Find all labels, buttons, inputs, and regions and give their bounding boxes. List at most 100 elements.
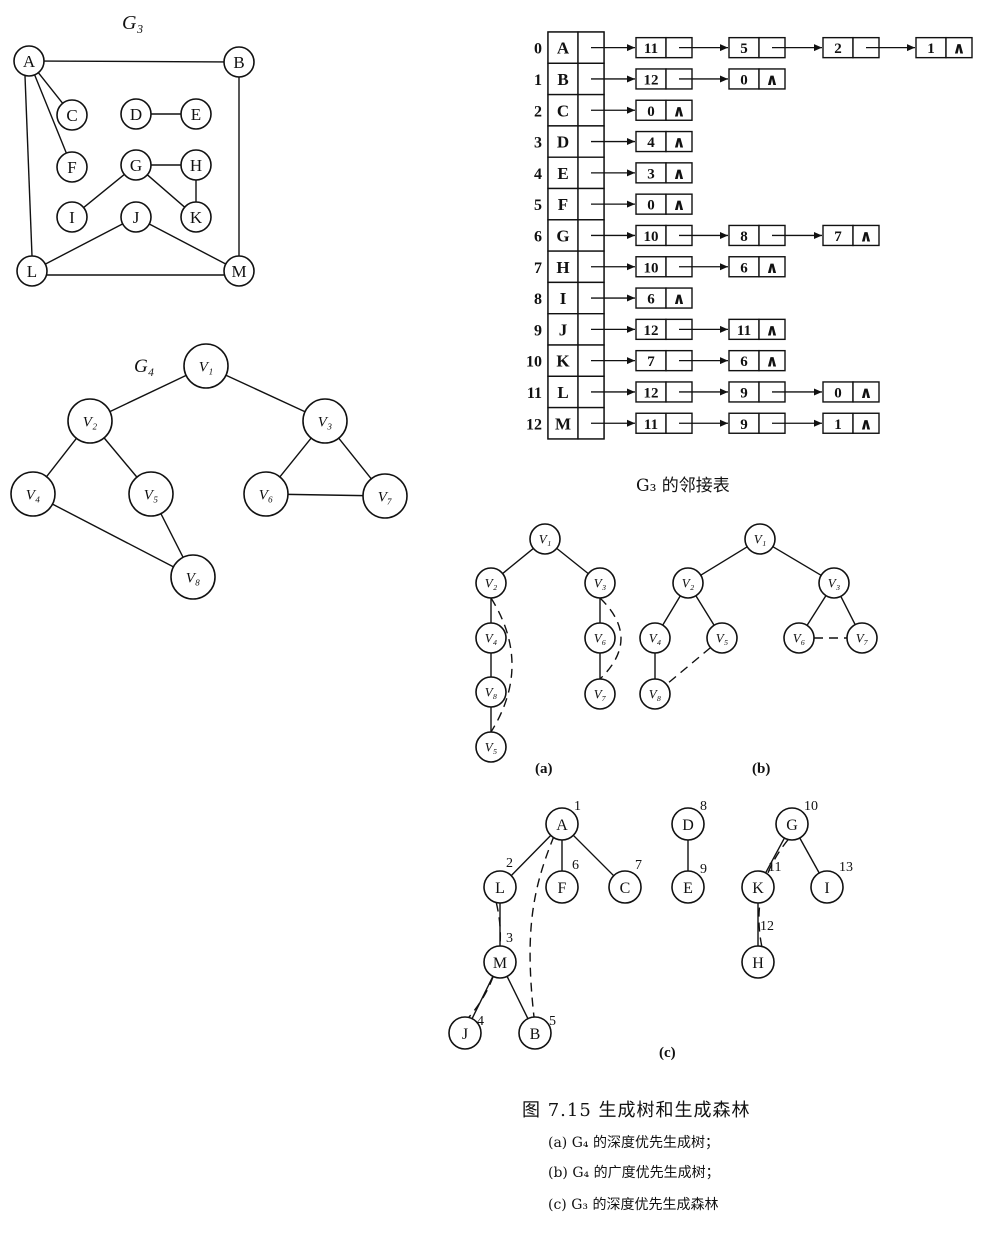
g4-edge-V6-V7: [287, 493, 364, 497]
adj-node-next-cell: [665, 193, 693, 215]
vertex-label: D: [557, 133, 569, 152]
adj-arrowhead: [627, 106, 635, 114]
adj-arrowhead: [720, 388, 728, 396]
g3-node-E-circle: [180, 98, 212, 130]
b-node-V7: V₇: [846, 622, 878, 654]
b-node-V3: V₃: [818, 567, 850, 599]
adj-row-index: 10: [526, 354, 542, 371]
g3-title: G₃: [122, 12, 143, 34]
adj-node-value: 9: [740, 385, 748, 401]
a-node-V3: V₃: [584, 567, 616, 599]
a-node-V3-circle: [584, 567, 616, 599]
c-node-D-label: D: [682, 817, 694, 834]
g3-node-J-circle: [120, 201, 152, 233]
g4-edge-V2-V4: [45, 437, 78, 478]
g3-node-M: M: [223, 255, 255, 287]
b-node-V5: V₅: [706, 622, 738, 654]
adj-row-index: 8: [534, 291, 542, 308]
c-node-B-circle: [518, 1016, 552, 1050]
adj-arrowhead: [627, 388, 635, 396]
vertex-cell: [547, 219, 579, 252]
a-edge-V1-V3: [556, 547, 589, 575]
adj-node-value: 1: [834, 417, 842, 433]
g4-node-V8-label: V₈: [186, 570, 200, 586]
b-node-V6: V₆: [783, 622, 815, 654]
vertex-label: B: [557, 70, 568, 89]
adj-node-value: 0: [740, 72, 748, 88]
vertex-cell: [547, 187, 579, 221]
g4-edge-V1-V3: [225, 374, 306, 413]
g4-node-V4: V₄: [10, 471, 56, 517]
b-node-V2: V₂: [672, 567, 704, 599]
c-node-F: F6: [545, 858, 579, 904]
b-node-V3-circle: [818, 567, 850, 599]
vertex-label: C: [557, 101, 569, 120]
g4-node-V1-label: V₁: [199, 359, 213, 375]
g3-node-C: C: [56, 99, 88, 131]
c-node-E-circle: [671, 870, 705, 904]
b-node-V2-label: V₂: [682, 576, 695, 591]
g3-node-J: J: [120, 201, 152, 233]
b-node-V2-circle: [672, 567, 704, 599]
g3-edge-J-M: [148, 223, 227, 265]
adjacency-table-caption: G₃ 的邻接表: [636, 476, 730, 496]
a-edge-V1-V2: [502, 547, 534, 575]
g4-node-V2: V₂: [67, 398, 113, 444]
c-node-C-circle: [608, 870, 642, 904]
adj-node-value: 7: [834, 229, 842, 245]
g3-node-I-label: I: [69, 208, 75, 227]
adj-node-value: 11: [644, 417, 658, 433]
caption-a: (a) G₄ 的深度优先生成树；: [548, 1135, 719, 1151]
adj-null-symbol: ∧: [860, 228, 873, 245]
adj-arrowhead: [627, 169, 635, 177]
g4-node-V6-circle: [243, 471, 289, 517]
c-node-B: B5: [518, 1014, 556, 1050]
adj-arrowhead: [627, 75, 635, 83]
adj-node-next-cell: [758, 256, 786, 278]
adj-node-value: 12: [644, 72, 659, 88]
b-edge-V2-V5: [695, 595, 715, 626]
g3-node-L-circle: [16, 255, 48, 287]
adj-node-value: 0: [647, 198, 655, 214]
b-edge-V5-V8-dashed: [666, 647, 711, 685]
a-node-V7: V₇: [584, 678, 616, 710]
adj-arrowhead: [814, 388, 822, 396]
adj-arrowhead: [627, 357, 635, 365]
g3-node-L-label: L: [27, 262, 37, 281]
a-edge-V2-V5-dashed: [490, 597, 513, 733]
c-node-M-label: M: [493, 955, 507, 972]
sub-label-b: (b): [752, 761, 770, 777]
b-node-V4-label: V₄: [649, 631, 662, 646]
c-node-G-label: G: [786, 817, 798, 834]
a-node-V2: V₂: [475, 567, 507, 599]
g3-node-A: A: [13, 45, 45, 77]
c-edge-G-I: [799, 837, 820, 874]
c-node-M-circle: [483, 945, 517, 979]
adj-arrowhead: [720, 44, 728, 52]
g3-node-C-label: C: [66, 106, 77, 125]
vertex-label: F: [558, 195, 568, 214]
c-node-G: G 10: [775, 799, 818, 841]
adj-node-value: 10: [644, 260, 659, 276]
a-node-V6-circle: [584, 622, 616, 654]
b-node-V4: V₄: [639, 622, 671, 654]
adj-node-value: 3: [647, 166, 655, 182]
vertex-cell: [547, 281, 579, 315]
b-node-V1-label: V₁: [754, 532, 766, 547]
b-node-V5-circle: [706, 622, 738, 654]
b-node-V7-label: V₇: [856, 631, 869, 646]
g3-node-M-label: M: [231, 262, 246, 281]
c-node-K-circle: [741, 870, 775, 904]
g3-edge-G-K: [146, 174, 186, 208]
g3-node-B-label: B: [233, 53, 244, 72]
g4-node-V2-label: V₂: [83, 414, 97, 430]
g3-edge-A-C: [37, 72, 64, 104]
c-order-G: 10: [804, 799, 818, 814]
vertex-label: M: [555, 414, 571, 433]
